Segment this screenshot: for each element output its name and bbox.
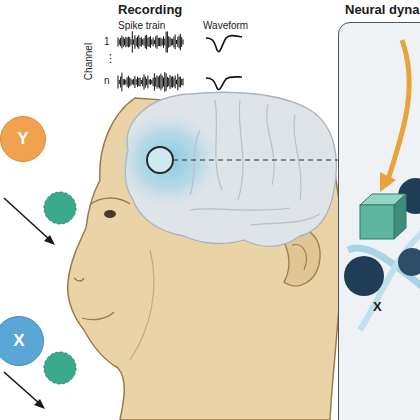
arrow-head — [34, 399, 45, 409]
state-node — [344, 256, 384, 296]
axis-label: Channel — [83, 43, 94, 80]
spike-train — [118, 31, 183, 52]
dynamics-panel: Neural dyna — [338, 22, 420, 420]
stimulus-circle: X — [0, 316, 44, 366]
section-heading: Recording — [118, 3, 182, 17]
monkey-brow — [90, 198, 130, 205]
arrow-head — [44, 235, 55, 245]
stimulus-dot — [44, 192, 76, 224]
waveform-trace — [206, 77, 242, 90]
panel-heading: Neural dyna — [345, 3, 419, 17]
column-heading: Waveform — [203, 20, 248, 31]
recording-site — [147, 147, 173, 173]
channel-number: 1 — [104, 36, 110, 47]
state-label: X — [373, 300, 382, 314]
motion-arrow — [4, 198, 50, 240]
monkey-mouth — [82, 312, 114, 320]
dynamics-illustration — [338, 22, 420, 420]
motion-arrow — [4, 372, 40, 404]
spike-train — [118, 72, 183, 92]
cube-front — [360, 205, 394, 239]
monkey-eye — [104, 210, 116, 218]
cube-side — [394, 194, 406, 239]
brain-sulci — [190, 100, 320, 225]
monkey-cheek — [130, 250, 154, 360]
arrow-head — [380, 172, 396, 192]
state-node — [398, 248, 420, 276]
node-label: Y — [17, 129, 28, 149]
input-arrow — [388, 40, 409, 180]
waveform-trace — [206, 36, 242, 52]
stimulus-dot — [44, 352, 76, 384]
column-heading: Spike train — [118, 20, 165, 31]
dashed-leader — [173, 159, 338, 160]
monkey-nostril — [74, 278, 84, 281]
node-label: X — [13, 331, 24, 351]
channel-ellipsis: ⋮ — [105, 52, 116, 64]
channel-number: n — [104, 75, 110, 86]
stimulus-circle: Y — [0, 116, 46, 162]
ear-inner — [292, 245, 306, 270]
